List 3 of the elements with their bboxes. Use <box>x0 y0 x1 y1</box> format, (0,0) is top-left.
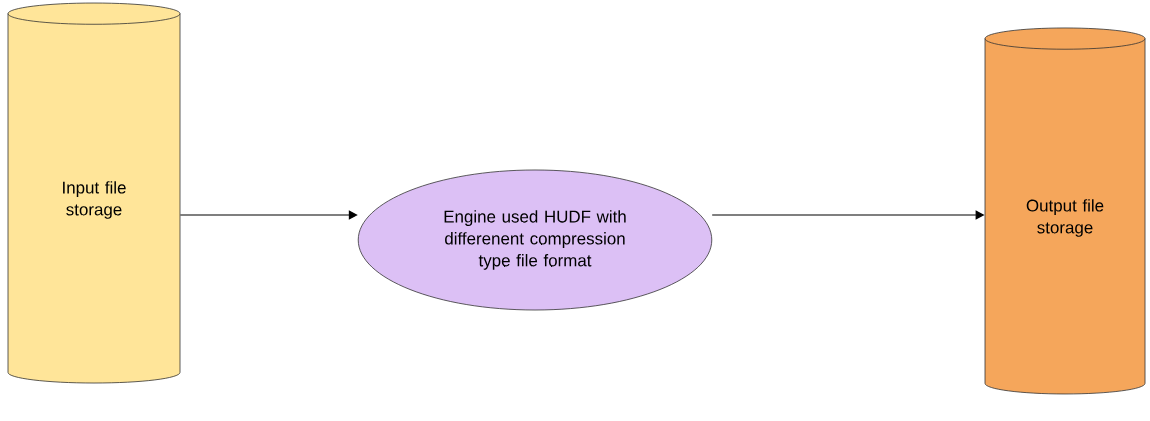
storage-cylinder: Input file storage <box>7 2 181 384</box>
arrow <box>179 210 358 220</box>
storage-cylinder: Output file storage <box>984 27 1146 395</box>
